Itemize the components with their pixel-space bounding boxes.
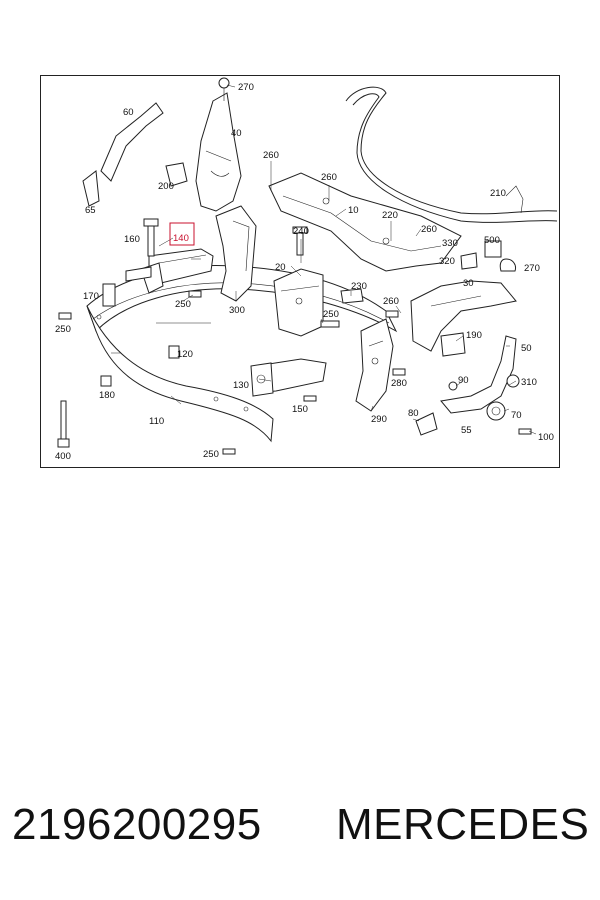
caption: 2196200295 MERCEDES bbox=[0, 800, 600, 860]
leader-lines bbox=[111, 84, 537, 435]
callout-55: 55 bbox=[461, 425, 472, 436]
callout-140: 140 bbox=[173, 233, 189, 244]
callout-270: 270 bbox=[524, 263, 540, 274]
callout-50: 50 bbox=[521, 343, 532, 354]
part-number: 2196200295 bbox=[12, 800, 262, 849]
callout-500: 500 bbox=[484, 235, 500, 246]
highlight-box bbox=[169, 222, 195, 246]
callout-170: 170 bbox=[83, 291, 99, 302]
callout-100: 100 bbox=[538, 432, 554, 443]
callout-260: 260 bbox=[263, 150, 279, 161]
callout-250: 250 bbox=[55, 324, 71, 335]
parts-diagram-frame: 270 60 40 260 260 200 65 210 10 220 260 … bbox=[40, 75, 560, 468]
callout-65: 65 bbox=[85, 205, 96, 216]
callout-240: 240 bbox=[293, 226, 309, 237]
callout-10: 10 bbox=[348, 205, 359, 216]
callout-220: 220 bbox=[382, 210, 398, 221]
callout-200: 200 bbox=[158, 181, 174, 192]
callout-140-highlighted: 140 bbox=[169, 222, 195, 246]
left-upper-bracket-drawing bbox=[82, 77, 242, 212]
callout-40: 40 bbox=[231, 128, 242, 139]
callout-290: 290 bbox=[371, 414, 387, 425]
callout-210: 210 bbox=[490, 188, 506, 199]
callout-180: 180 bbox=[99, 390, 115, 401]
callout-190: 190 bbox=[466, 330, 482, 341]
callout-260: 260 bbox=[421, 224, 437, 235]
cross-member-drawing bbox=[268, 86, 558, 272]
callout-160: 160 bbox=[124, 234, 140, 245]
callout-330: 330 bbox=[442, 238, 458, 249]
callout-80: 80 bbox=[408, 408, 419, 419]
callout-30: 30 bbox=[463, 278, 474, 289]
callout-300: 300 bbox=[229, 305, 245, 316]
callout-110: 110 bbox=[149, 416, 164, 427]
brand-name: MERCEDES bbox=[336, 800, 590, 849]
callout-260: 260 bbox=[383, 296, 399, 307]
callout-labels: 270 60 40 260 260 200 65 210 10 220 260 … bbox=[55, 82, 554, 462]
parts-diagram: 270 60 40 260 260 200 65 210 10 220 260 … bbox=[55, 77, 558, 462]
right-bracket-drawing bbox=[410, 240, 517, 357]
callout-60: 60 bbox=[123, 107, 134, 118]
callout-400: 400 bbox=[55, 451, 71, 462]
callout-90: 90 bbox=[458, 375, 469, 386]
callout-150: 150 bbox=[292, 404, 308, 415]
lower-right-parts-drawing bbox=[355, 318, 532, 436]
callout-250: 250 bbox=[323, 309, 339, 320]
callout-230: 230 bbox=[351, 281, 367, 292]
callout-20: 20 bbox=[275, 262, 286, 273]
callout-320: 320 bbox=[439, 256, 455, 267]
callout-70: 70 bbox=[511, 410, 522, 421]
left-side-member-drawing bbox=[102, 205, 257, 307]
callout-250: 250 bbox=[175, 299, 191, 310]
callout-260: 260 bbox=[321, 172, 337, 183]
callout-310: 310 bbox=[521, 377, 537, 388]
callout-270: 270 bbox=[238, 82, 254, 93]
callout-280: 280 bbox=[391, 378, 407, 389]
center-bracket-drawing bbox=[273, 226, 364, 337]
callout-250: 250 bbox=[203, 449, 219, 460]
callout-120: 120 bbox=[177, 349, 193, 360]
callout-130: 130 bbox=[233, 380, 249, 391]
